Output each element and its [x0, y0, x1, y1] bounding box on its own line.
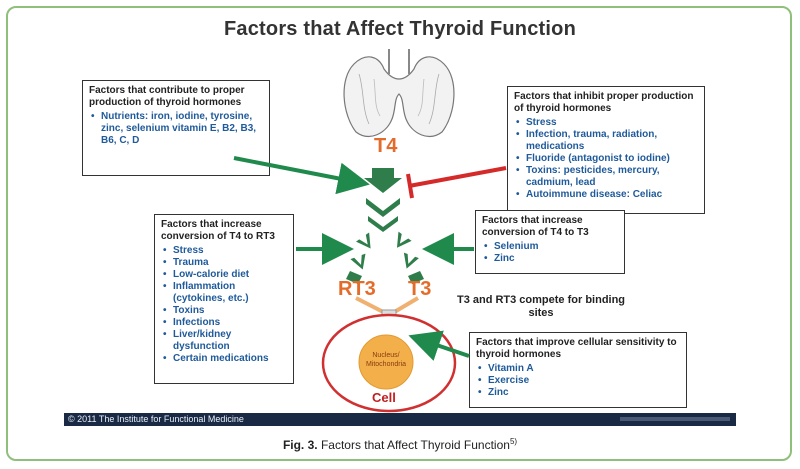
- split-chevrons: [346, 231, 424, 284]
- box-sensitivity-item: Exercise: [478, 375, 680, 387]
- rt3-label: RT3: [338, 278, 376, 300]
- box-inhibit-item: Fluoride (antagonist to iodine): [516, 153, 698, 165]
- t4-label: T4: [374, 135, 398, 157]
- box-increase-rt3-item: Low-calorie diet: [163, 269, 287, 281]
- copyright-text: © 2011 The Institute for Functional Medi…: [68, 414, 244, 424]
- box-increase-t3-heading: Factors that increase conversion of T4 t…: [482, 215, 589, 238]
- box-inhibit-item: Autoimmune disease: Celiac: [516, 189, 698, 201]
- box-increase-t3-factors: Factors that increase conversion of T4 t…: [475, 210, 625, 274]
- box-inhibit-factors: Factors that inhibit proper production o…: [507, 86, 705, 214]
- box-increase-rt3-item: Certain medications: [163, 353, 287, 365]
- diagram-slide: Factors that Affect Thyroid Function T4 …: [64, 8, 736, 426]
- figure-caption: Fig. 3. Factors that Affect Thyroid Func…: [0, 437, 800, 452]
- diagram-title: Factors that Affect Thyroid Function: [223, 18, 576, 40]
- inhibit-indicator: [406, 166, 507, 199]
- box-increase-rt3-item: Infections: [163, 317, 287, 329]
- box-increase-rt3-item: Liver/kidney dysfunction: [163, 329, 287, 353]
- cell-label: Cell: [372, 390, 396, 405]
- box-increase-rt3-item: Toxins: [163, 305, 287, 317]
- compete-note: T3 and RT3 compete for binding sites: [456, 294, 626, 319]
- footer-bar: © 2011 The Institute for Functional Medi…: [64, 413, 736, 426]
- box-sensitivity-factors: Factors that improve cellular sensitivit…: [469, 332, 687, 408]
- box-increase-rt3-item: Trauma: [163, 257, 287, 269]
- box-sensitivity-item: Zinc: [478, 387, 680, 399]
- nucleus: [358, 334, 414, 390]
- figure-reference: 5): [509, 437, 518, 446]
- figure-number: Fig. 3.: [282, 438, 318, 452]
- box-inhibit-item: Infection, trauma, radiation, medication…: [516, 129, 698, 153]
- sensitivity-arrow: [408, 330, 470, 361]
- box-sensitivity-item: Vitamin A: [478, 363, 680, 375]
- box-increase-rt3-item: Inflammation (cytokines, etc.): [163, 281, 287, 305]
- t3-label: T3: [408, 278, 432, 300]
- box-inhibit-item: Toxins: pesticides, mercury, cadmium, le…: [516, 165, 698, 189]
- box-increase-rt3-heading: Factors that increase conversion of T4 t…: [161, 219, 275, 242]
- box-increase-rt3-factors: Factors that increase conversion of T4 t…: [154, 214, 294, 384]
- t4-down-chevrons: [364, 168, 402, 232]
- box-increase-rt3-item: Stress: [163, 245, 287, 257]
- box-sensitivity-heading: Factors that improve cellular sensitivit…: [476, 337, 677, 360]
- contribute-arrow: [233, 156, 370, 195]
- flow-arrows: [233, 156, 507, 413]
- box-inhibit-item: Stress: [516, 117, 698, 129]
- box-contribute-heading: Factors that contribute to proper produc…: [89, 85, 245, 108]
- box-contribute-item: Nutrients: iron, iodine, tyrosine, zinc,…: [91, 111, 263, 147]
- figure-caption-text: Factors that Affect Thyroid Function: [317, 438, 510, 452]
- thyroid-gland-illustration: [343, 49, 455, 137]
- box-increase-t3-item: Zinc: [484, 253, 618, 265]
- box-inhibit-heading: Factors that inhibit proper production o…: [514, 91, 694, 114]
- nucleus-label: Nucleus/ Mitochondria: [365, 352, 407, 368]
- box-increase-t3-item: Selenium: [484, 241, 618, 253]
- footer-faint-mark: [620, 417, 730, 421]
